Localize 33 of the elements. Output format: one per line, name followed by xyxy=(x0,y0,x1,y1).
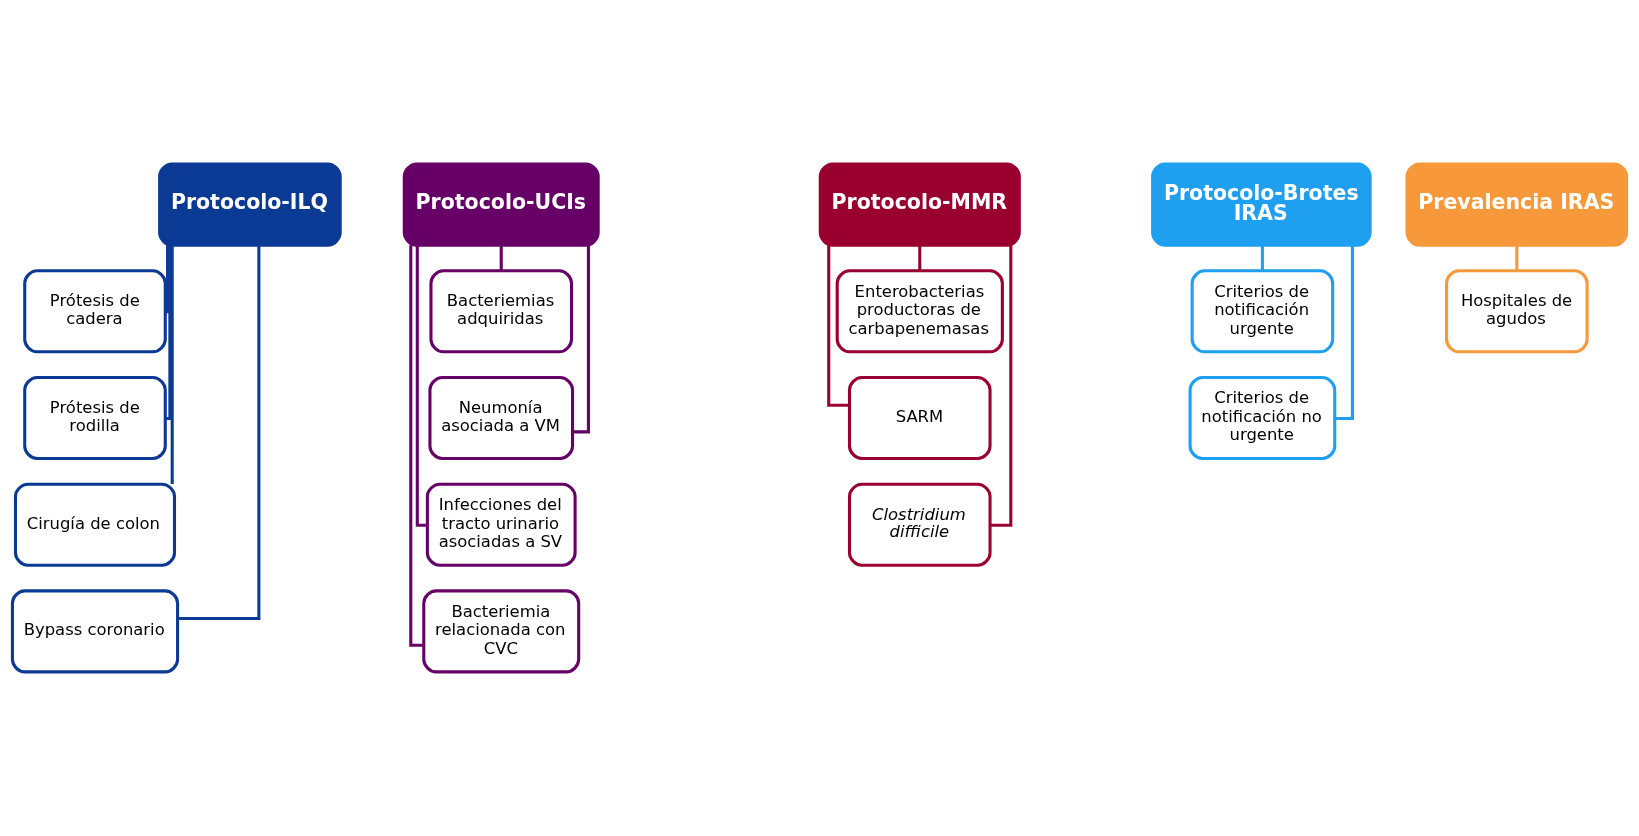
node-box: Enterobacterias productoras de carbapenemasas xyxy=(835,269,1004,354)
node-box: Protocolo-MMR xyxy=(818,162,1021,247)
node-box: Bypass coronario xyxy=(10,589,180,674)
node-box: Prevalencia IRAS xyxy=(1405,162,1629,247)
connector xyxy=(1260,245,1264,271)
node-box: Protocolo-Brotes IRAS xyxy=(1151,162,1372,247)
node-box: Criterios de notificación urgente xyxy=(1190,269,1335,354)
connector xyxy=(1515,245,1519,271)
node-box: Hospitales de agudos xyxy=(1445,269,1589,354)
node-box: Neumonía asociada a VM xyxy=(428,375,575,461)
node-box: Prótesis de rodilla xyxy=(23,375,167,461)
connector xyxy=(1335,245,1354,421)
node-box: Bacteriemias adquiridas xyxy=(429,269,574,354)
node-box: Cirugía de colon xyxy=(13,482,177,567)
connector xyxy=(990,245,1013,527)
connector xyxy=(827,245,850,407)
connector xyxy=(572,245,590,434)
connector xyxy=(415,245,428,527)
connector xyxy=(164,245,170,314)
connector xyxy=(918,245,922,271)
node-box: Protocolo-UCIs xyxy=(402,162,600,247)
node-box: Clostridium difficile xyxy=(847,482,992,567)
connector xyxy=(177,245,261,621)
node-box: Prótesis de cadera xyxy=(23,269,167,354)
node-box: Protocolo-ILQ xyxy=(158,162,342,247)
node-box: Bacteriemia relacionada con CVC xyxy=(422,589,581,674)
node-box: Criterios de notificación no urgente xyxy=(1188,375,1337,461)
node-box: SARM xyxy=(847,375,992,461)
connector xyxy=(409,245,424,647)
connector xyxy=(165,245,172,421)
connector xyxy=(170,245,174,484)
node-box: Infecciones del tracto urinario asociadas a SV xyxy=(425,482,577,567)
connector xyxy=(499,245,503,271)
